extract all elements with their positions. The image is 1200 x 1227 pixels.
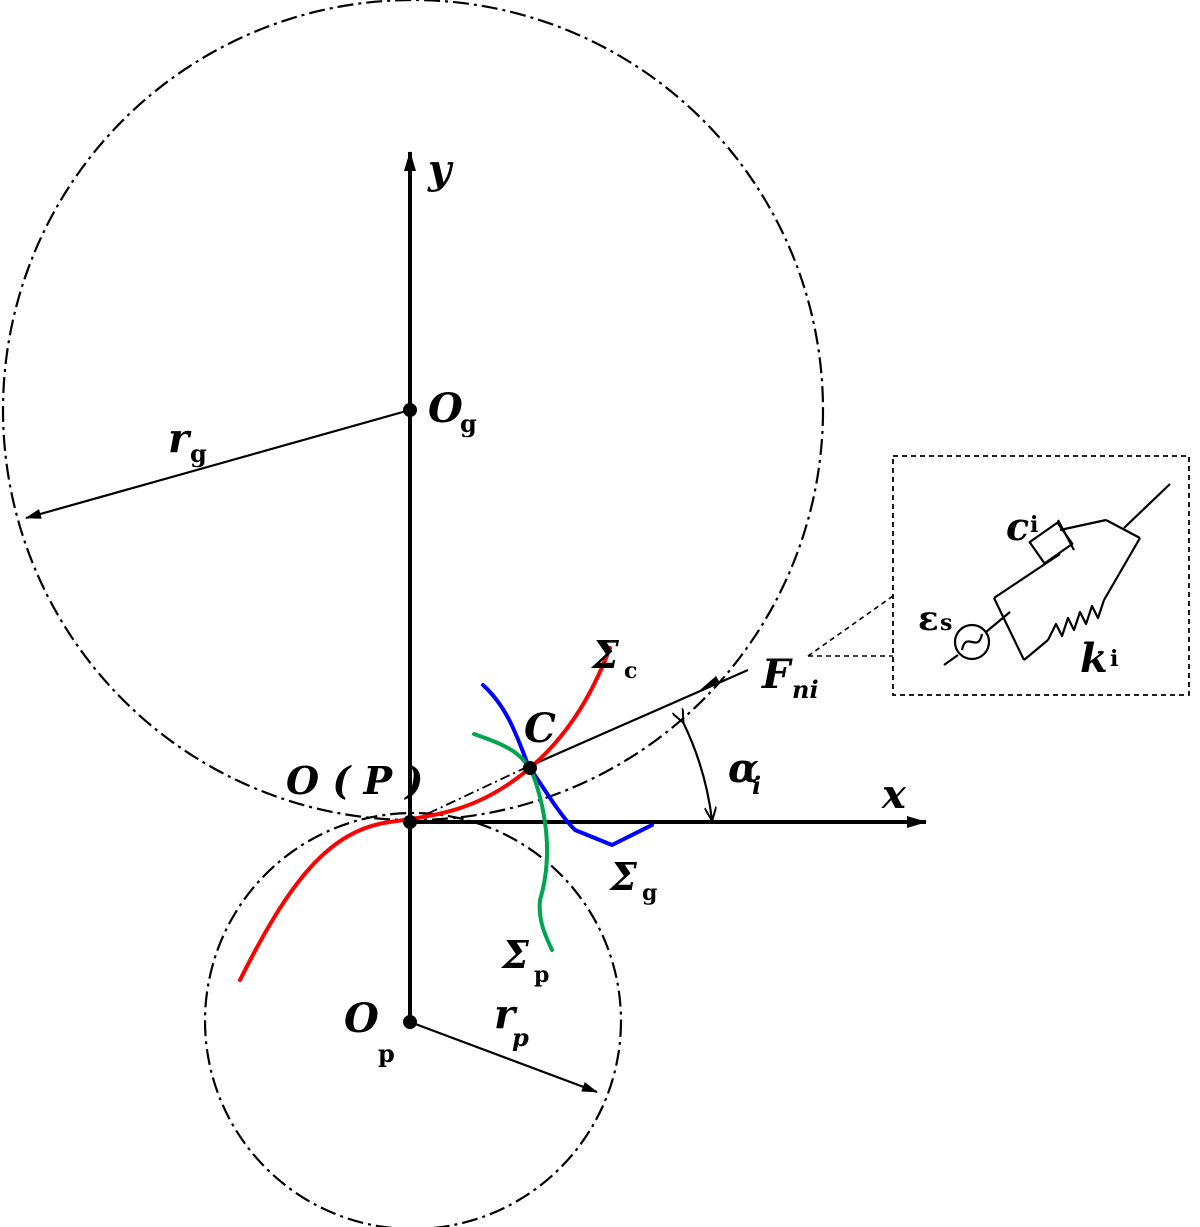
op-point — [403, 1015, 417, 1029]
tangent-extension — [409, 767, 526, 823]
op-label: O — [344, 995, 379, 1042]
contact-point — [523, 761, 537, 775]
og-point — [403, 403, 417, 417]
rp-label: r — [494, 991, 518, 1038]
sigma-p-curve — [472, 732, 554, 952]
alpha-sub-label: i — [752, 771, 761, 800]
sigma-c-curve — [238, 646, 612, 982]
sigma-g-sub-label: g — [642, 880, 657, 906]
og-label: O — [428, 385, 463, 432]
force-sub-label: ni — [792, 675, 819, 704]
rg-radius-arrow — [25, 408, 411, 520]
spring-icon — [1047, 599, 1106, 641]
error-sub-label: s — [940, 610, 952, 636]
error-label: ε — [918, 599, 939, 639]
rg-sub-label: g — [190, 439, 207, 468]
sigma-p-sub-label: p — [534, 962, 549, 988]
origin-label: O ( P ) — [286, 758, 423, 803]
pinion-circle — [203, 811, 623, 1227]
x-axis-label: x — [881, 771, 907, 818]
rp-radius-arrow — [409, 1020, 598, 1094]
y-axis-label: y — [427, 146, 454, 193]
og-sub-label: g — [460, 409, 477, 438]
stiffness-inset-box — [892, 455, 1190, 696]
callout-line-upper — [807, 595, 894, 657]
sigma-c-sub-label: c — [624, 658, 637, 684]
line-of-action — [524, 668, 749, 770]
line-of-action-arrowhead — [700, 676, 720, 690]
alpha-label: α — [728, 745, 759, 792]
origin-point — [403, 815, 417, 829]
sigma-c-label: Σ — [590, 632, 620, 677]
sigma-p-label: Σ — [500, 932, 530, 977]
damper-label: c — [1006, 504, 1029, 549]
rp-sub-label: p — [512, 1023, 529, 1052]
spring-sub-label: i — [1110, 646, 1118, 672]
damper-sub-label: i — [1030, 512, 1038, 538]
mesh-model-schematic — [943, 483, 1171, 666]
alpha-arc — [683, 722, 712, 820]
spring-label: k — [1080, 635, 1108, 682]
contact-label: C — [524, 705, 556, 752]
sigma-g-label: Σ — [608, 854, 638, 899]
op-sub-label: p — [378, 1039, 395, 1068]
force-label: F — [761, 651, 793, 698]
rg-label: r — [168, 415, 192, 462]
